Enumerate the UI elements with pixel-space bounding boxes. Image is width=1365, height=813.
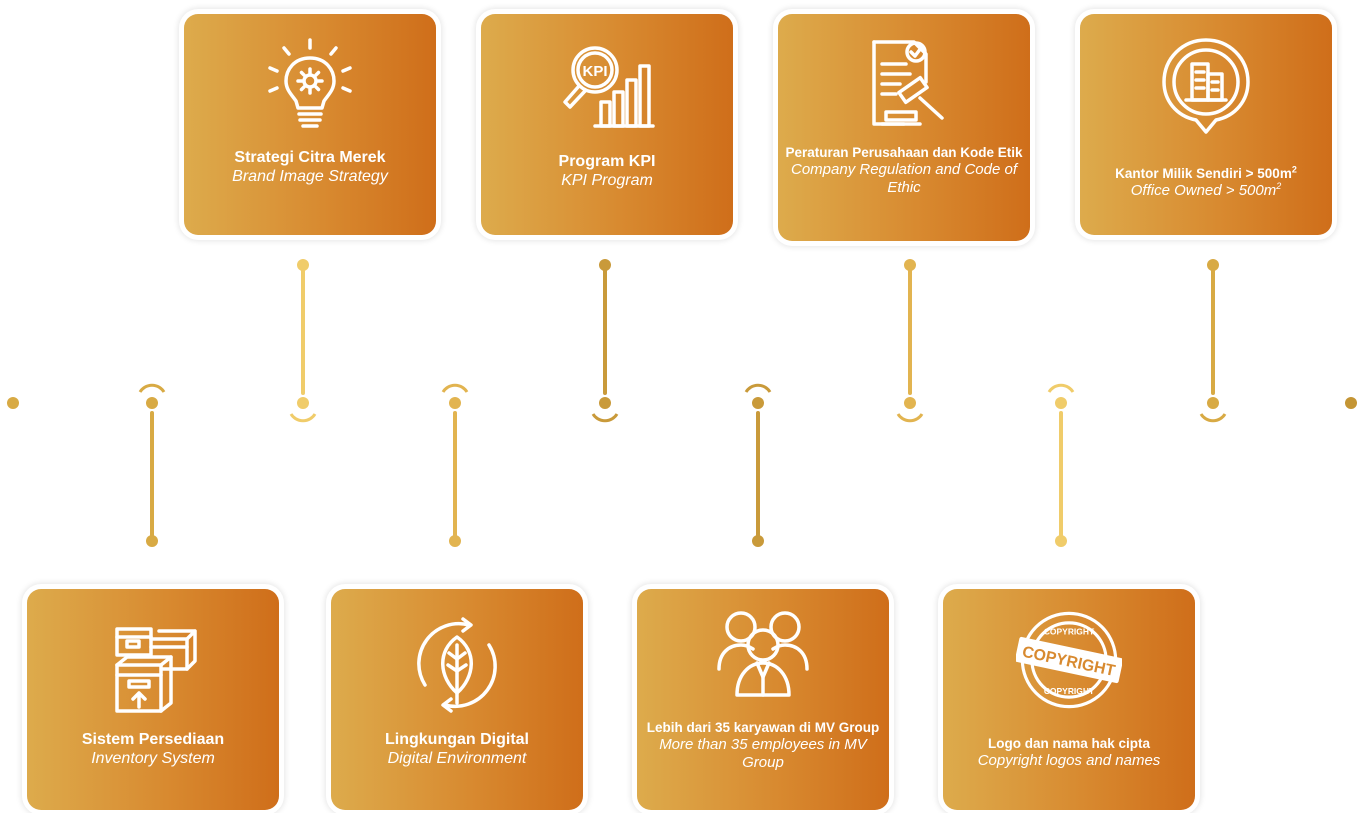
card-subtitle: Brand Image Strategy <box>232 168 388 185</box>
card-subtitle: Company Regulation and Code of Ethic <box>791 161 1017 196</box>
superscript-two: 2 <box>1276 181 1282 191</box>
employees-group-icon <box>713 605 813 705</box>
timeline-junction-arcs <box>138 383 1227 423</box>
card-subtitle: Copyright logos and names <box>977 752 1161 769</box>
card-office-owned: Kantor Milik Sendiri > 500m2 Office Owne… <box>1080 14 1332 235</box>
card-kpi-program: KPI Program KPI KPI Program <box>481 14 733 235</box>
card-subtitle: Inventory System <box>91 750 215 767</box>
card-title: Strategi Citra Merek <box>234 149 386 166</box>
card-brand-image-strategy: Strategi Citra Merek Brand Image Strateg… <box>184 14 436 235</box>
card-company-regulation: Peraturan Perusahaan dan Kode Etik Compa… <box>778 14 1030 241</box>
card-title: Peraturan Perusahaan dan Kode Etik <box>785 145 1023 160</box>
card-title: Sistem Persediaan <box>81 731 225 748</box>
boxes-icon <box>103 619 203 719</box>
card-copyright: COPYRIGHT COPYRIGHT COPYRIGHT Logo dan n… <box>943 589 1195 810</box>
leaf-cycle-icon <box>407 615 507 715</box>
card-subtitle: Digital Environment <box>387 750 527 767</box>
card-subtitle: More than 35 employees in MV Group <box>659 736 867 771</box>
superscript-two: 2 <box>1291 164 1297 175</box>
card-digital-environment: Lingkungan Digital Digital Environment <box>331 589 583 810</box>
timeline-dots <box>7 259 1357 547</box>
card-subtitle: Office Owned > 500m <box>1130 182 1277 199</box>
document-gavel-icon <box>854 32 954 132</box>
kpi-badge-text: KPI <box>582 63 607 80</box>
copyright-stamp-icon: COPYRIGHT COPYRIGHT COPYRIGHT <box>1016 607 1122 713</box>
card-title: Logo dan nama hak cipta <box>987 736 1151 751</box>
card-employees: Lebih dari 35 karyawan di MV Group More … <box>637 589 889 810</box>
card-title: Kantor Milik Sendiri > 500m <box>1115 166 1292 181</box>
stamp-ring-top: COPYRIGHT <box>1044 627 1095 637</box>
card-subtitle: KPI Program <box>561 172 653 189</box>
office-building-pin-icon <box>1156 36 1256 136</box>
timeline-branches <box>150 263 1215 542</box>
card-title: Lebih dari 35 karyawan di MV Group <box>646 720 880 735</box>
card-title: Program KPI <box>558 153 656 170</box>
kpi-magnifier-chart-icon: KPI <box>557 36 657 136</box>
stamp-ring-bottom: COPYRIGHT <box>1044 686 1095 696</box>
card-title: Lingkungan Digital <box>385 731 529 748</box>
lightbulb-gear-icon <box>260 36 360 136</box>
card-inventory-system: Sistem Persediaan Inventory System <box>27 589 279 810</box>
